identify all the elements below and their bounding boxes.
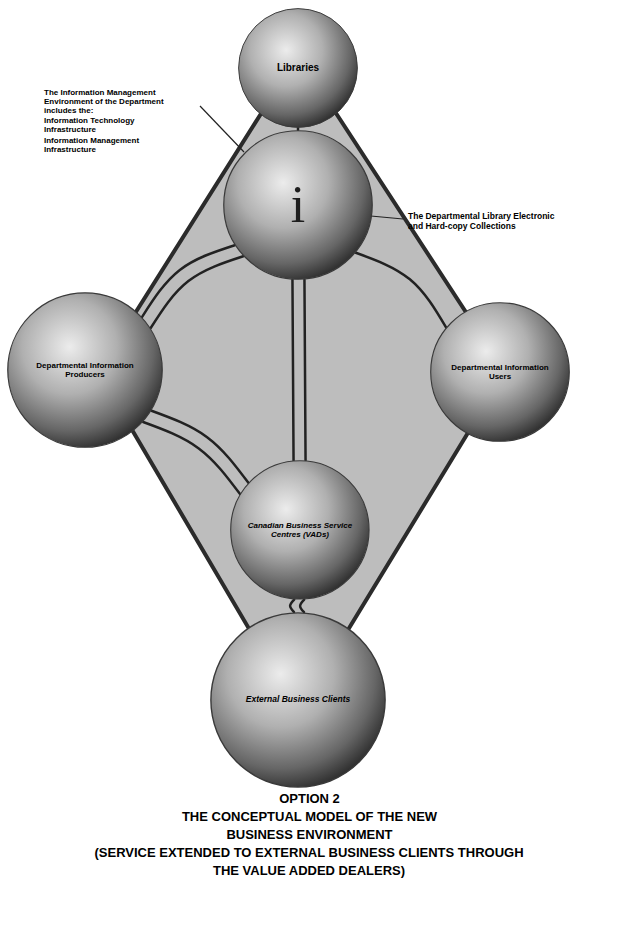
sphere-node: Libraries [238, 8, 358, 128]
connector-line [142, 245, 235, 317]
callout-label: The Departmental Library Electronic and … [408, 212, 558, 231]
sphere-node: External Business Clients [210, 612, 386, 788]
callout-label: Information Management Infrastructure [44, 136, 156, 154]
caption-subtitle: (SERVICE EXTENDED TO EXTERNAL BUSINESS C… [89, 844, 529, 880]
connector-line [304, 280, 305, 461]
connector-line [356, 253, 446, 328]
node-label: Libraries [277, 62, 319, 74]
connector-line [292, 280, 293, 461]
sphere-node: Canadian Business Service Centres (VADs) [230, 460, 370, 600]
connector-line [297, 128, 300, 130]
leader-line [200, 106, 244, 152]
connector-line [290, 600, 294, 612]
node-label: Departmental Information Users [441, 363, 560, 381]
connector-line [300, 600, 304, 612]
connector-line [151, 256, 244, 328]
sphere-node: Departmental Information Producers [7, 292, 163, 448]
node-label: External Business Clients [246, 695, 350, 705]
connector-line [143, 422, 240, 494]
sphere-circle [239, 9, 358, 128]
diagram-caption: THE CONCEPTUAL MODEL OF THE NEW BUSINESS… [160, 808, 460, 844]
sphere-circle [8, 293, 162, 447]
node-label: Canadian Business Service Centres (VADs) [239, 521, 361, 539]
sphere-node: i [223, 130, 373, 280]
diagram-title: OPTION 2 [160, 790, 460, 808]
callout-label: The Information Management Environment o… [44, 88, 196, 115]
callout-label: Information Technology Infrastructure [44, 116, 156, 134]
sphere-circle [224, 131, 373, 280]
sphere-circle [231, 461, 369, 599]
sphere-circle [211, 613, 385, 787]
sphere-circle [431, 303, 570, 442]
node-label: i [291, 179, 305, 231]
sphere-node: Departmental Information Users [430, 302, 570, 442]
connector-line [152, 411, 249, 483]
node-label: Departmental Information Producers [23, 361, 148, 379]
